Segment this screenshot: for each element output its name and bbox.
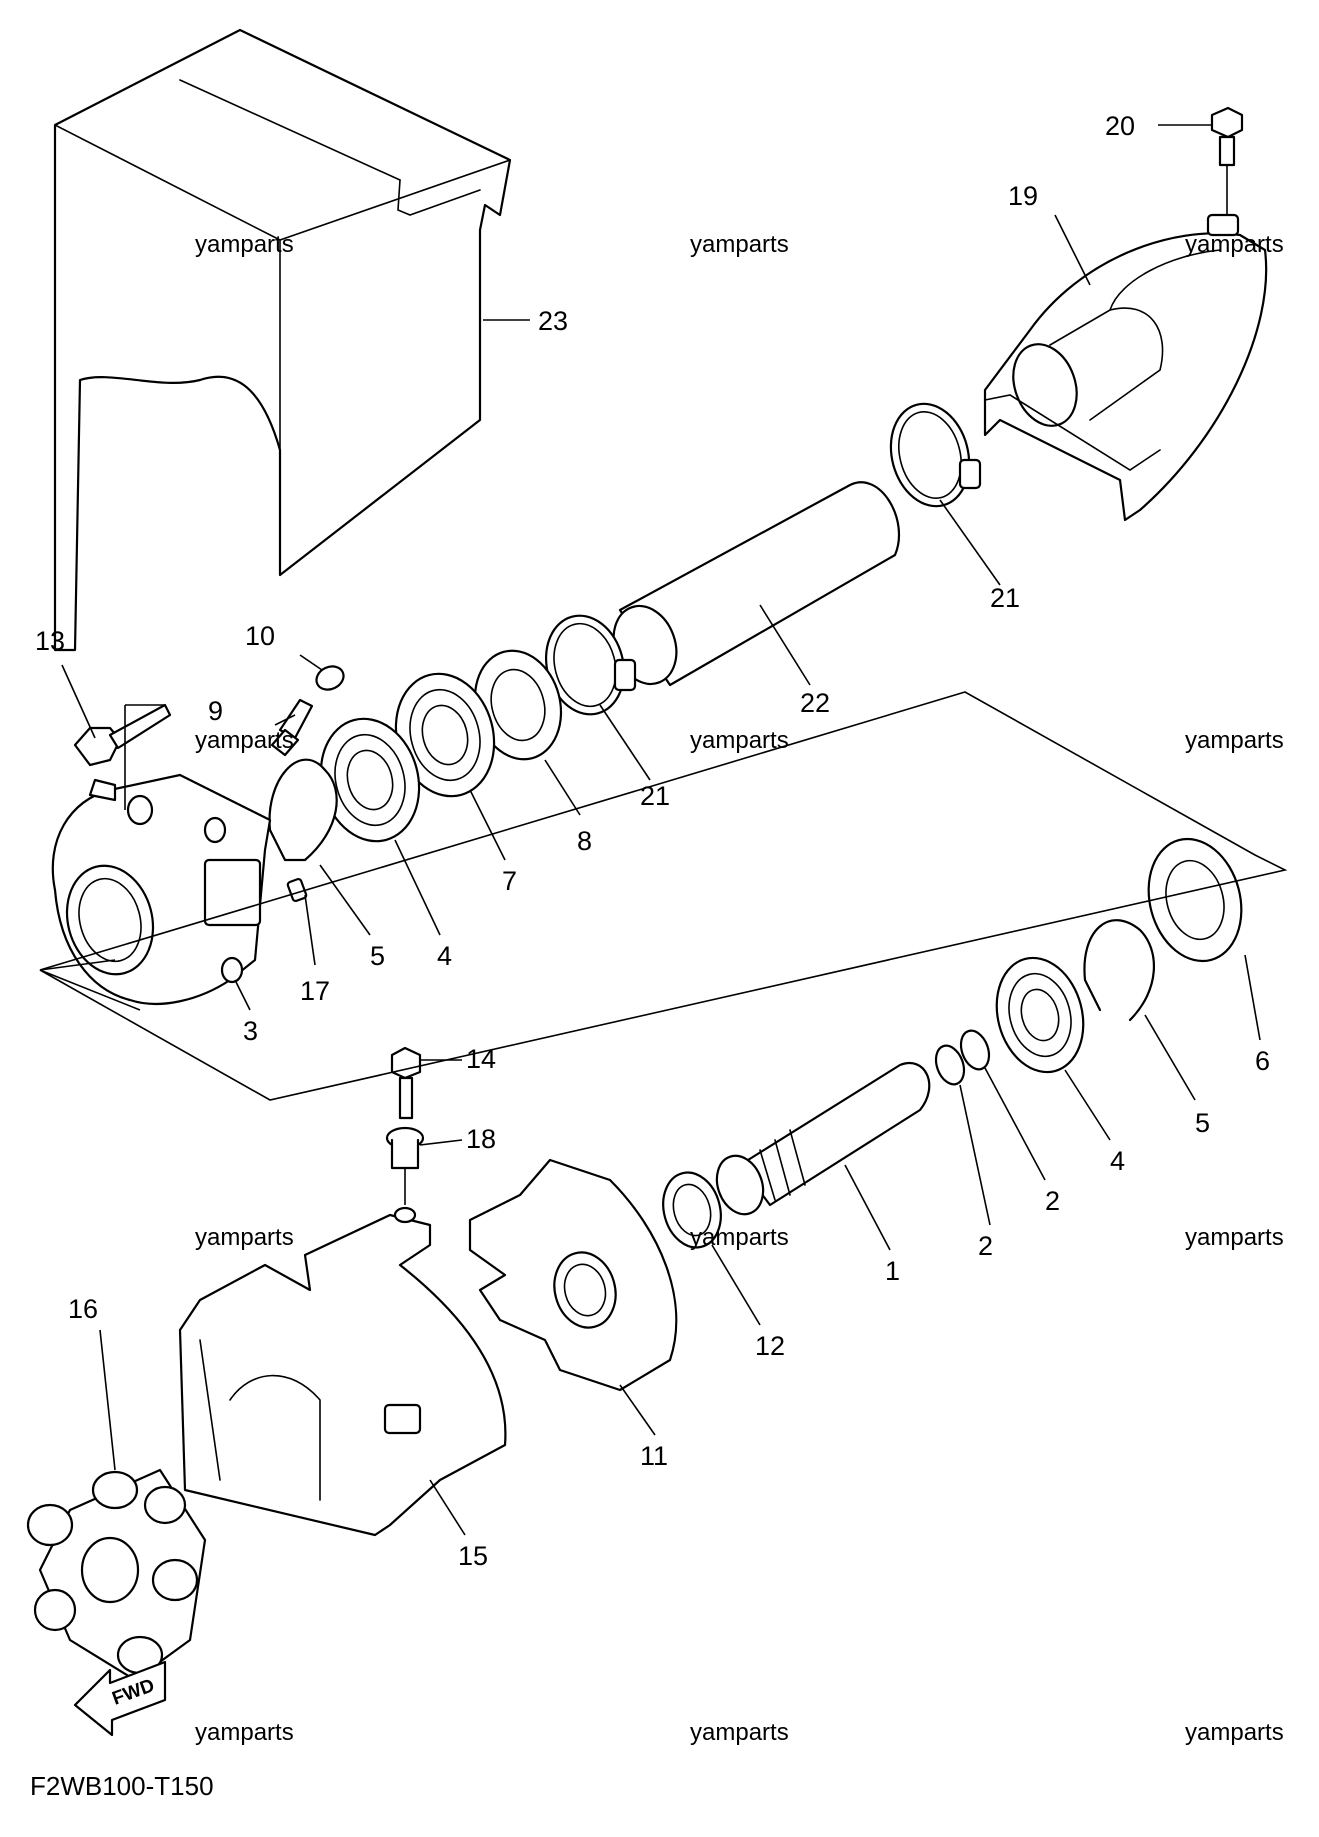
watermark: yamparts: [690, 231, 789, 258]
part-3-housing: [51, 773, 272, 1006]
callout-5-lower: 5: [1195, 1108, 1210, 1138]
part-10-cap: [315, 665, 345, 691]
part-4-bearing-lower: [995, 956, 1085, 1074]
part-1-shaft: [715, 1062, 931, 1216]
callout-6: 6: [1255, 1046, 1270, 1076]
callout-10: 10: [245, 621, 275, 651]
part-6-bearing: [1147, 837, 1243, 963]
callout-22: 22: [800, 688, 830, 718]
diagram-code: F2WB100-T150: [30, 1771, 214, 1801]
part-14-bolt: [390, 1046, 422, 1120]
callout-8: 8: [577, 826, 592, 856]
assembly-outline-lower: [39, 969, 141, 1011]
callout-21-lower: 21: [640, 781, 670, 811]
part-21-clamp-lower: [544, 614, 637, 716]
watermark: yamparts: [195, 231, 294, 258]
callout-2-left: 2: [978, 1231, 993, 1261]
part-5-circlip-lower: [1083, 919, 1156, 1022]
part-5-circlip-upper: [268, 758, 338, 862]
watermark: yamparts: [690, 727, 789, 754]
part-2-o-rings: [934, 1029, 991, 1086]
callout-1: 1: [885, 1256, 900, 1286]
callout-20: 20: [1105, 111, 1135, 141]
part-19-nozzle: [983, 213, 1268, 522]
part-18-collar: [385, 1126, 425, 1205]
part-23-cover: [53, 28, 512, 652]
part-22-hose: [612, 481, 901, 687]
watermark: yamparts: [1185, 1719, 1284, 1746]
assembly-outline-upper: [39, 691, 1288, 1101]
callout-13: 13: [35, 626, 65, 656]
callout-12: 12: [755, 1331, 785, 1361]
callout-21-upper: 21: [990, 583, 1020, 613]
callout-15: 15: [458, 1541, 488, 1571]
watermark: yamparts: [1185, 231, 1284, 258]
callout-11: 11: [640, 1441, 668, 1471]
callout-17: 17: [300, 976, 330, 1006]
watermark: yamparts: [690, 1719, 789, 1746]
part-12-washer: [662, 1171, 722, 1249]
callout-19: 19: [1008, 181, 1038, 211]
watermark: yamparts: [1185, 1224, 1284, 1251]
watermark: yamparts: [690, 1224, 789, 1251]
callout-4-upper: 4: [437, 941, 452, 971]
watermark: yamparts: [195, 1719, 294, 1746]
callout-23: 23: [538, 306, 568, 336]
part-13-bolt: [73, 703, 172, 767]
callout-18: 18: [466, 1124, 496, 1154]
part-16-damper: [26, 1468, 207, 1682]
callout-14: 14: [466, 1044, 496, 1074]
part-15-impeller-housing: [178, 1206, 507, 1537]
fwd-arrow-icon: FWD: [73, 1660, 167, 1737]
part-17-pin: [286, 877, 308, 903]
part-7-bearing: [394, 672, 496, 798]
watermark: yamparts: [195, 727, 294, 754]
watermarks: yamparts yamparts yamparts yamparts yamp…: [195, 231, 1284, 1746]
part-11-impeller: [468, 1158, 678, 1392]
callout-7: 7: [502, 866, 517, 896]
callout-9: 9: [208, 696, 223, 726]
part-21-clamp-upper: [889, 402, 982, 508]
callout-3: 3: [243, 1016, 258, 1046]
watermark: yamparts: [195, 1224, 294, 1251]
callout-5-upper: 5: [370, 941, 385, 971]
part-9-grease-nipple: [270, 698, 314, 757]
leader-lines: [39, 124, 1261, 1536]
callout-16: 16: [68, 1294, 98, 1324]
callout-4-lower: 4: [1110, 1146, 1125, 1176]
watermark: yamparts: [1185, 727, 1284, 754]
callout-2-right: 2: [1045, 1186, 1060, 1216]
part-20-bolt: [1210, 106, 1244, 215]
